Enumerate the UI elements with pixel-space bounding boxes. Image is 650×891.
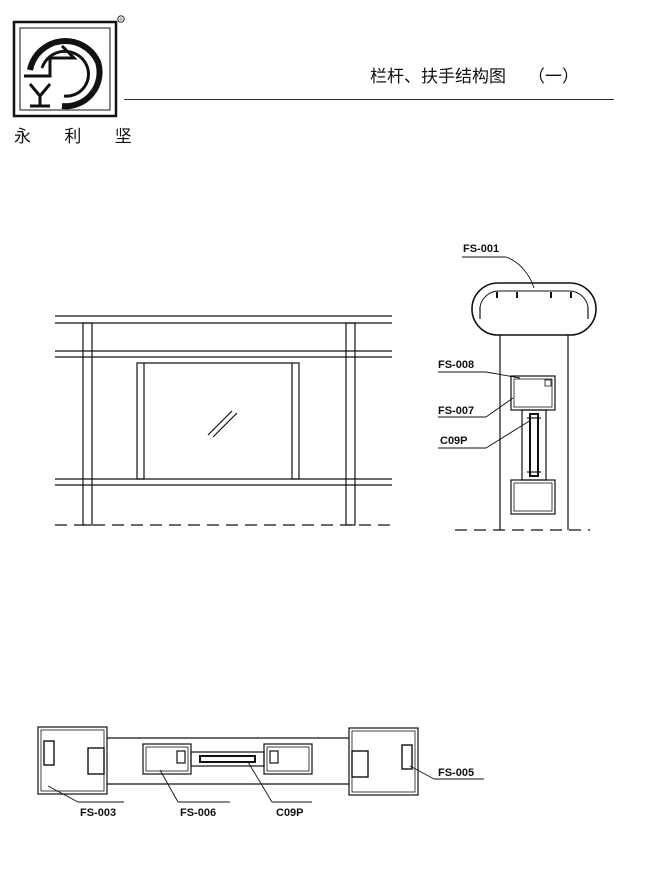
glass-frame-left <box>136 362 145 480</box>
glass-frame-right <box>291 362 300 480</box>
leader-lines <box>47 256 535 803</box>
label-fs007: FS-007 <box>438 405 474 417</box>
clip-fs008-bottom <box>510 479 556 515</box>
title-text: 栏杆、扶手结构图 <box>370 67 506 87</box>
glass-channel <box>521 409 547 481</box>
label-fs006: FS-006 <box>180 807 216 819</box>
label-fs005: FS-005 <box>438 767 474 779</box>
railing-section <box>455 282 597 531</box>
glass-hatch <box>207 410 233 436</box>
label-fs003: FS-003 <box>80 807 116 819</box>
post-right <box>345 322 356 526</box>
label-c09p-section: C09P <box>440 435 468 447</box>
svg-text:®: ® <box>119 16 123 22</box>
label-fs001: FS-001 <box>463 243 499 255</box>
post-left <box>82 322 93 526</box>
clip-fs008-top <box>510 375 556 411</box>
title-number: （一） <box>528 67 579 87</box>
page-title: 栏杆、扶手结构图 （一） <box>370 62 579 87</box>
label-fs008: FS-008 <box>438 359 474 371</box>
clip-fs006-left <box>142 743 192 775</box>
clip-fs006-right <box>263 743 313 775</box>
railing-elevation <box>55 315 395 526</box>
label-c09p-plan: C09P <box>276 807 304 819</box>
handrail-fs001 <box>471 282 597 336</box>
gasket-plan <box>199 755 256 763</box>
post-fs003 <box>37 726 108 795</box>
post-fs005 <box>348 727 419 796</box>
brand-name: 永 利 坚 <box>14 127 146 147</box>
gasket-c09p <box>529 413 539 477</box>
glass-plan <box>190 751 265 767</box>
brand-logo: ® <box>12 15 125 118</box>
header-rule <box>124 99 614 100</box>
railing-plan <box>37 726 419 796</box>
